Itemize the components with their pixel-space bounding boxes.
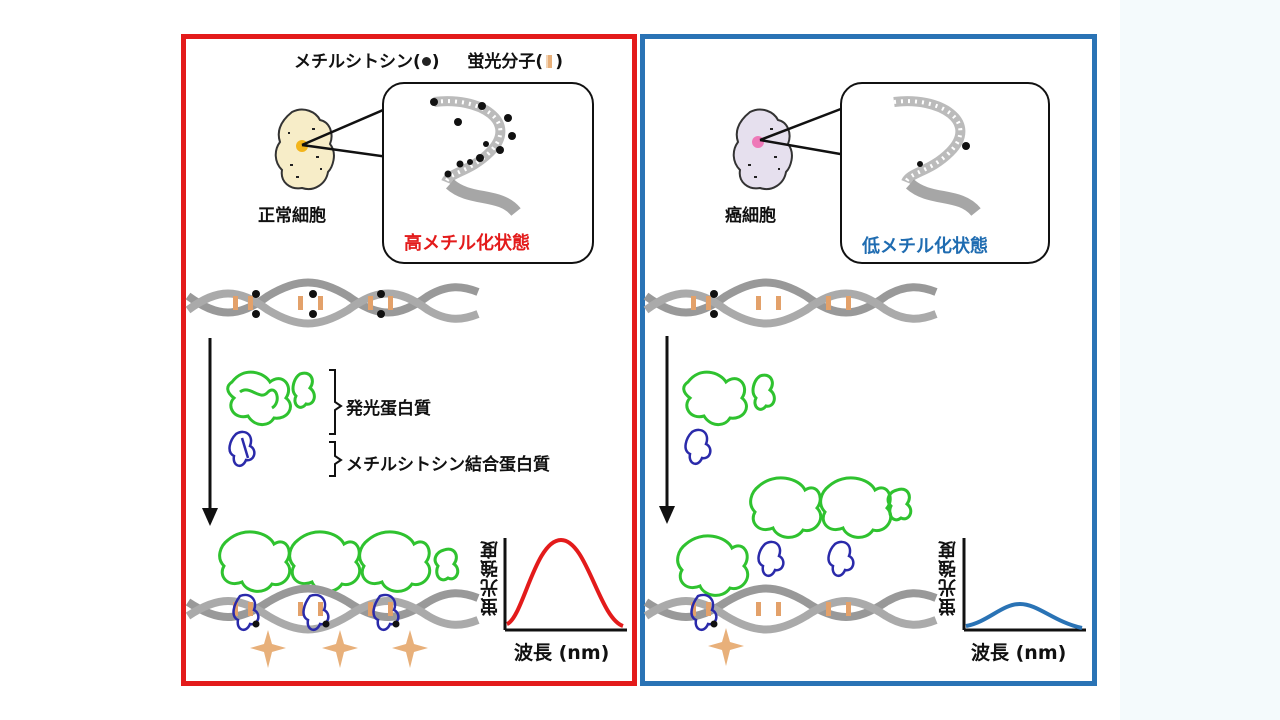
cancer-cell-label: 癌細胞 [725, 206, 776, 226]
right-graph-xlabel: 波長 (nm) [971, 642, 1067, 664]
high-intensity-curve [505, 537, 624, 628]
process-arrow-left [202, 338, 218, 526]
legend: メチルシトシン() 蛍光分子() [294, 52, 563, 72]
unbound-proteins-right [749, 476, 913, 578]
legend-methylcytosine: メチルシトシン( [294, 52, 421, 72]
luminescent-protein-label: 発光蛋白質 [346, 399, 431, 419]
dna-strand-unmethylated [643, 278, 938, 328]
cancer-cell-panel [640, 34, 1097, 686]
normal-cell-label: 正常細胞 [258, 206, 326, 226]
left-graph-ylabel: 蛍光強度 [480, 540, 501, 616]
high-methylation-label: 高メチル化状態 [404, 233, 530, 254]
normal-cell-icon [274, 108, 335, 190]
dna-callout-bubble [382, 82, 594, 264]
methyl-dot-icon [421, 57, 431, 66]
methylcytosine-binding-protein-label: メチルシトシン結合蛋白質 [346, 455, 550, 475]
process-arrow-right [659, 336, 675, 524]
low-intensity-curve [965, 601, 1083, 630]
brackets [329, 369, 343, 477]
bound-complex-left [185, 530, 480, 668]
legend-fluorescent: 蛍光分子( [467, 52, 544, 72]
protein-set-right [682, 370, 776, 466]
methylated-dna-ladder [430, 96, 521, 217]
right-graph-ylabel: 蛍光強度 [938, 540, 959, 616]
background-strip [1120, 0, 1280, 720]
dna-callout-bubble-right [840, 82, 1050, 264]
callout-lines [301, 105, 391, 159]
left-spectrum-chart [503, 537, 627, 632]
bound-complex-right [643, 534, 938, 666]
cancer-cell-icon [732, 108, 793, 190]
fluorophore-icon [546, 55, 553, 68]
dna-strand-methylated [185, 278, 480, 328]
normal-cell-panel [181, 34, 637, 686]
callout-lines-right [759, 105, 847, 157]
low-methylation-label: 低メチル化状態 [862, 236, 988, 257]
protein-set-left [226, 370, 316, 468]
unmethylated-dna-ladder [893, 96, 981, 217]
left-graph-xlabel: 波長 (nm) [514, 642, 610, 664]
right-spectrum-chart [962, 538, 1086, 632]
